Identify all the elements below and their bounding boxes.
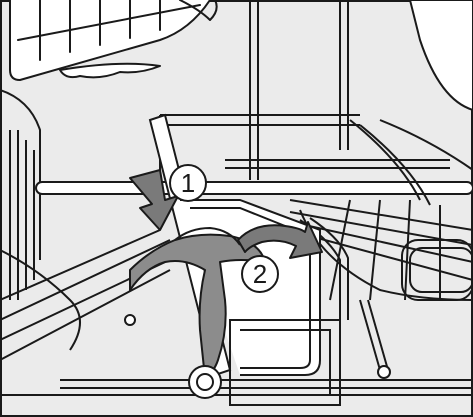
callout-2-label: 2 [253, 259, 267, 289]
callout-1-label: 1 [181, 168, 195, 198]
front-rail [36, 182, 473, 194]
callout-step-2: 2 [242, 256, 278, 292]
rack-bolt [125, 315, 135, 325]
callout-step-1: 1 [170, 165, 206, 201]
tool-pivot-hole [197, 374, 213, 390]
